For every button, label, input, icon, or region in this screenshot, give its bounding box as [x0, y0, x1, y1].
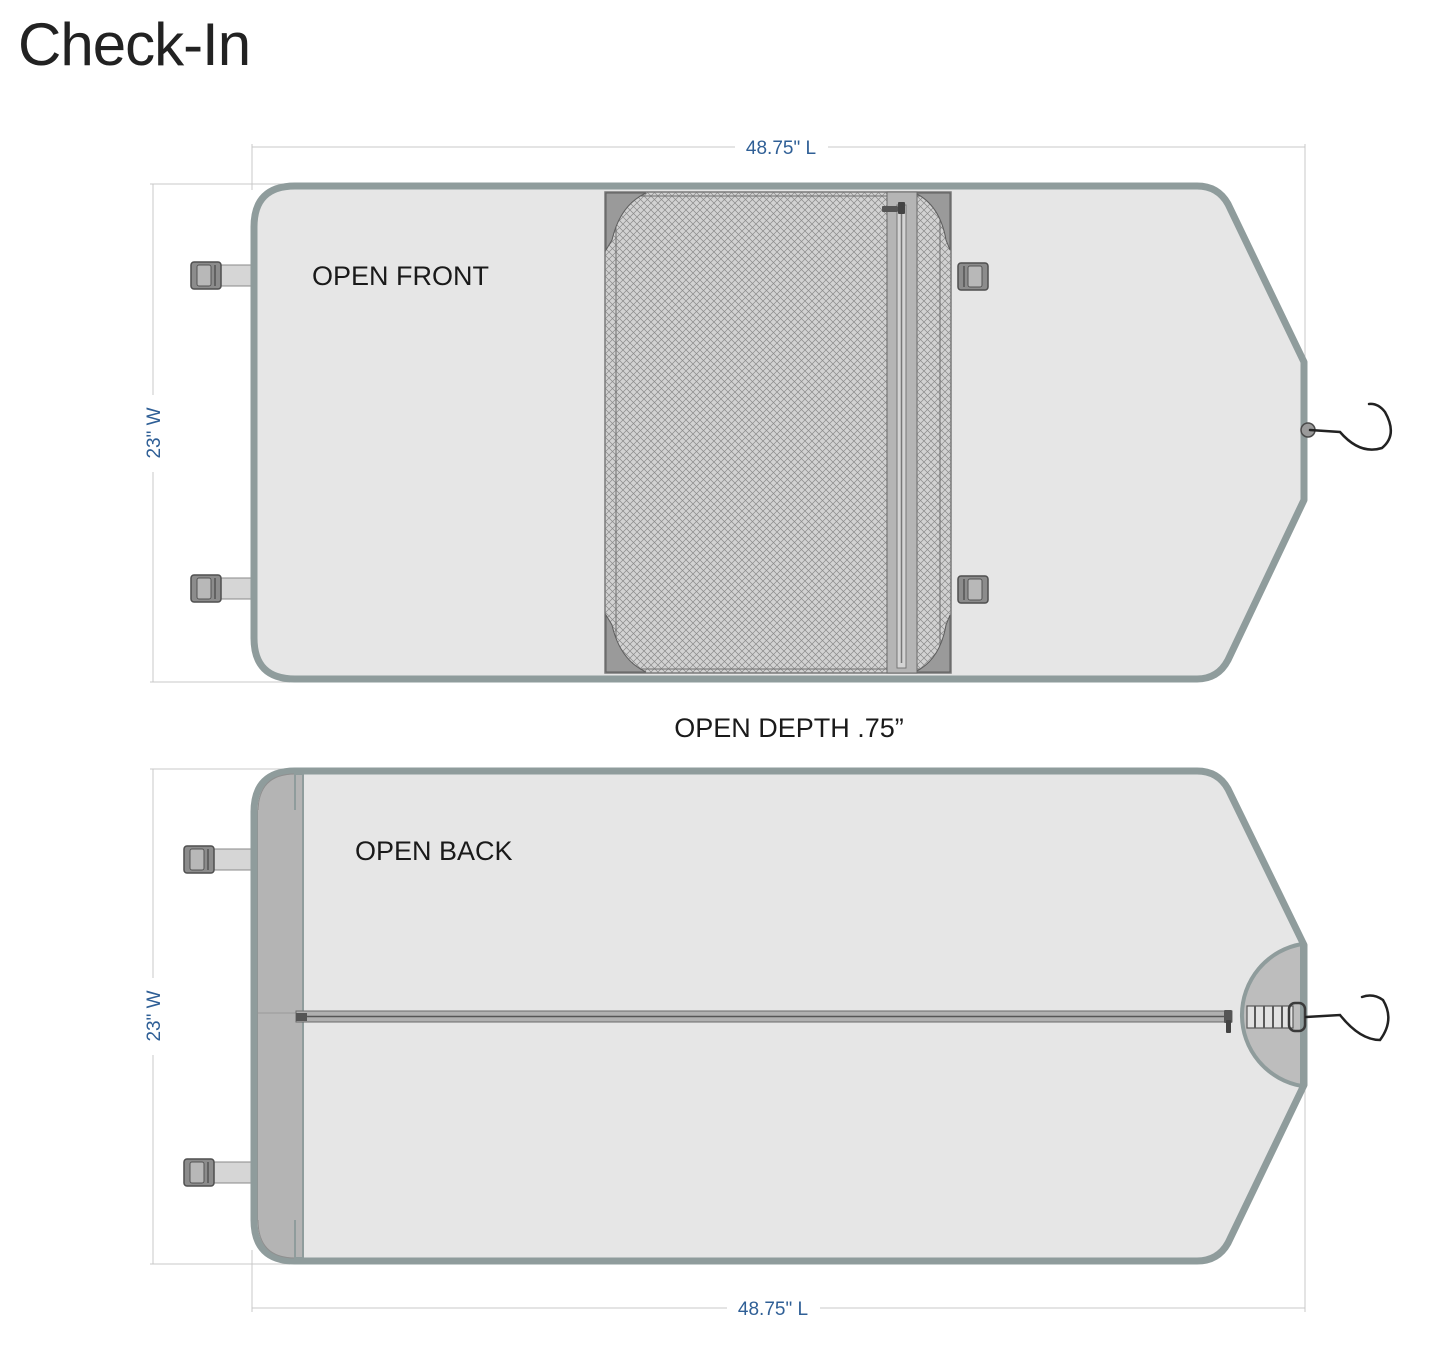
back-width-dimension: 23" W	[144, 768, 290, 1265]
buckle-icon	[183, 1158, 215, 1187]
open-back-view: 23" W 48.75" L	[144, 767, 1390, 1320]
hanger-hook-icon	[1304, 994, 1390, 1042]
back-strap-top	[183, 845, 254, 874]
front-length-label: 48.75" L	[746, 138, 816, 159]
zipper-icon	[1224, 1010, 1232, 1033]
front-strap-top	[190, 261, 261, 290]
buckle-icon	[957, 262, 989, 291]
front-width-dimension: 23" W	[144, 183, 290, 683]
page-title: Check-In	[18, 11, 251, 78]
open-depth-label: OPEN DEPTH .75”	[674, 713, 904, 743]
back-length-label: 48.75" L	[738, 1299, 808, 1320]
open-front-label: OPEN FRONT	[312, 261, 489, 291]
buckle-icon	[190, 261, 222, 290]
front-length-dimension: 48.75" L	[251, 138, 1306, 360]
open-front-view: 48.75" L 23" W	[144, 138, 1392, 683]
buckle-icon	[957, 575, 989, 604]
open-back-label: OPEN BACK	[355, 836, 513, 866]
back-length-dimension: 48.75" L	[251, 1085, 1306, 1320]
back-strap-bottom	[183, 1158, 254, 1187]
front-width-label: 23" W	[144, 407, 165, 458]
front-mesh-panel	[604, 191, 952, 674]
buckle-icon	[183, 845, 215, 874]
back-width-label: 23" W	[144, 990, 165, 1041]
front-strap-bottom	[190, 574, 261, 603]
back-zipper	[295, 1010, 1233, 1033]
hanger-hook-icon	[1300, 402, 1392, 451]
zipper-icon	[882, 202, 905, 214]
buckle-icon	[190, 574, 222, 603]
